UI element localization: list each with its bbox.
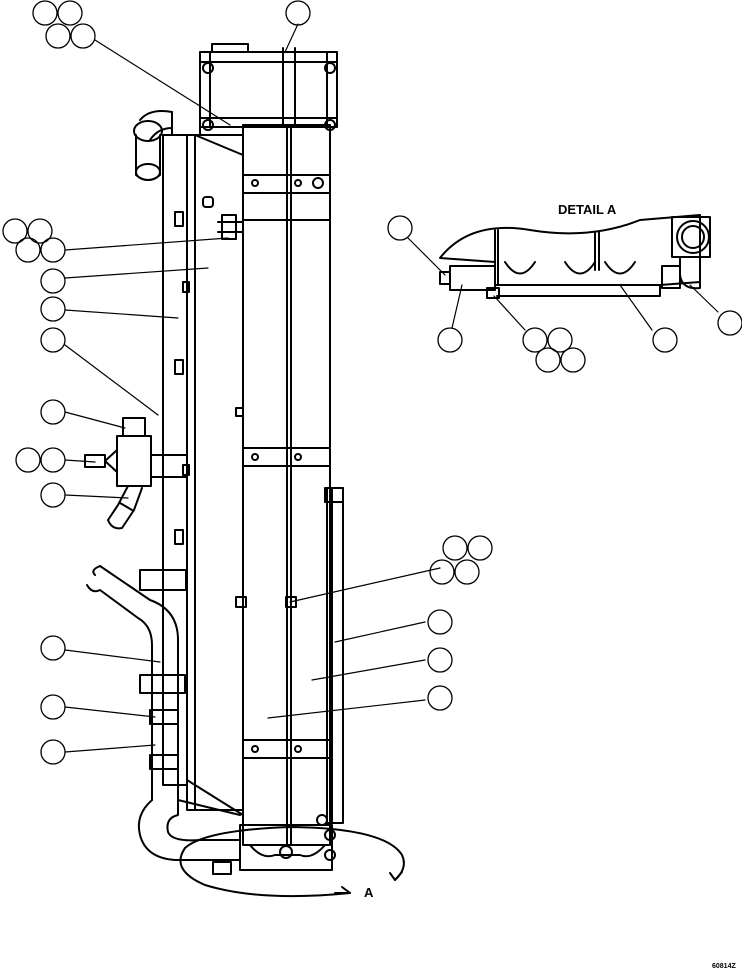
section-marker-label: A — [364, 885, 374, 900]
detail-a-title: DETAIL A — [558, 202, 617, 217]
lower-inlet-pipe — [86, 565, 241, 875]
detail-a-view — [439, 214, 711, 299]
drain-valve — [84, 417, 188, 530]
section-marker-ellipse — [179, 826, 405, 898]
upper-outlet-elbow — [133, 110, 201, 181]
right-side-plate — [324, 487, 344, 824]
side-panel — [186, 134, 244, 816]
radiator-core — [199, 43, 338, 871]
callout-balloons — [2, 0, 742, 765]
drawing-number: 60814Z — [712, 963, 736, 970]
leader-lines — [64, 23, 719, 753]
